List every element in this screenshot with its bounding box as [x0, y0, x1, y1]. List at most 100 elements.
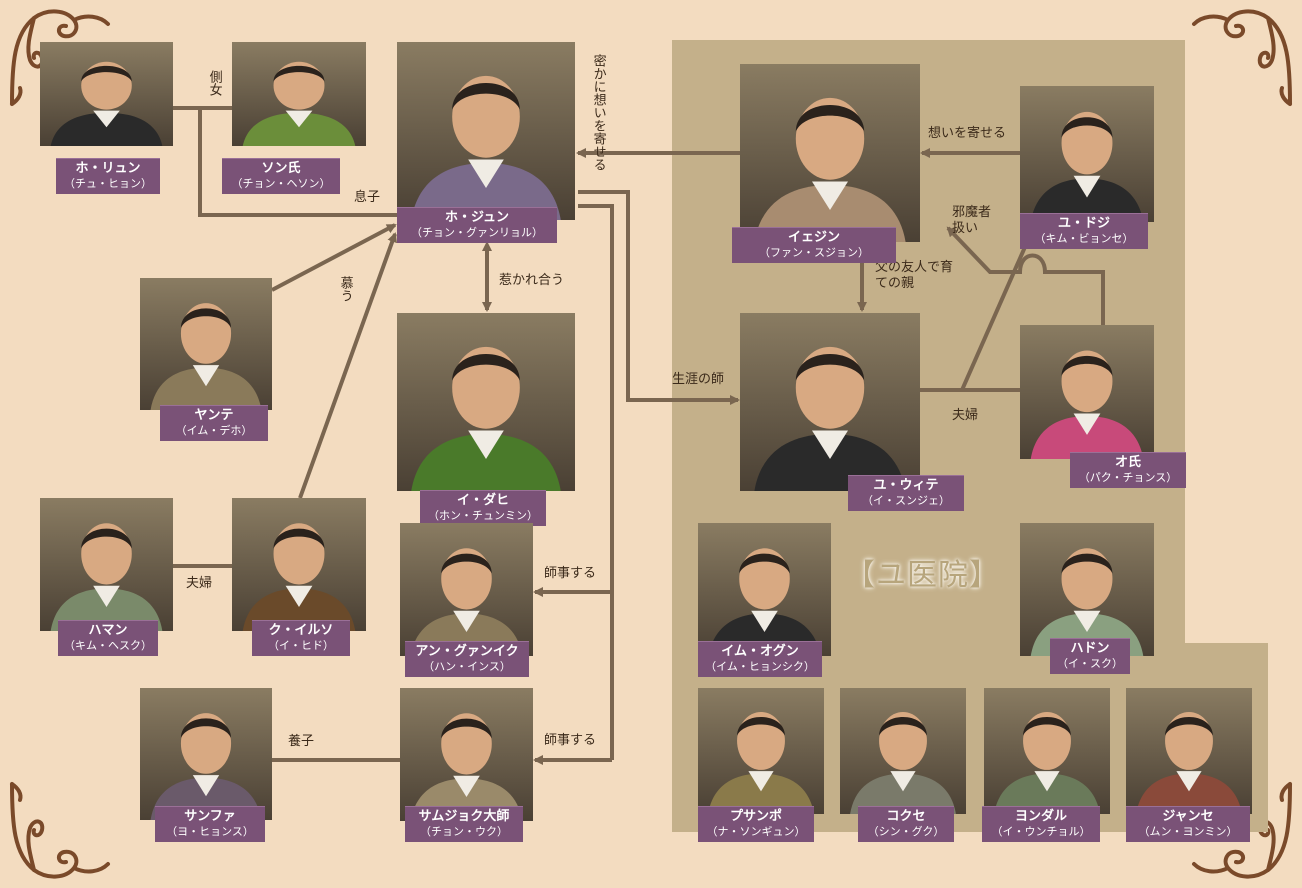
line-son-hojun — [198, 108, 397, 217]
line-oshi-iejin — [946, 226, 1105, 326]
name-tag-angwan: アン・グァンイク（ハン・インス） — [405, 641, 529, 677]
actor-name: （イム・デホ） — [175, 424, 253, 438]
character-name: ユ・ウィテ — [873, 478, 939, 493]
character-name: オ氏 — [1114, 455, 1141, 470]
actor-name: （ファン・スジョン） — [759, 246, 869, 260]
rel-shiji-2: 師事する — [544, 733, 597, 748]
rel-fuufu-1: 夫婦 — [952, 408, 979, 423]
character-name: サンファ — [184, 809, 236, 824]
name-tag-huryun: ホ・リュン（チュ・ヒョン） — [56, 158, 160, 194]
character-name: ジャンセ — [1162, 809, 1214, 824]
portrait-yondal — [984, 688, 1110, 814]
character-name: ヤンテ — [194, 408, 234, 423]
actor-name: （キム・ヘスク） — [64, 639, 152, 653]
portrait-yante — [140, 278, 272, 410]
portrait-haman — [40, 498, 173, 631]
character-name: イム・オグン — [721, 644, 799, 659]
name-tag-jyanse: ジャンセ（ムン・ヨンミン） — [1126, 806, 1250, 842]
name-tag-pusanpo: プサンポ（ナ・ソンギュン） — [698, 806, 814, 842]
rel-shogai: 生涯の師 — [672, 372, 725, 387]
portrait-iejin — [740, 64, 920, 242]
line-hojun-yuuite — [578, 190, 740, 405]
actor-name: （ヨ・ヒョンス） — [166, 825, 254, 839]
line-hojun-shiji — [578, 204, 614, 760]
name-tag-imogun: イム・オグン（イム・ヒョンシク） — [698, 641, 822, 677]
actor-name: （ハン・インス） — [423, 660, 511, 674]
rel-fuufu-2: 夫婦 — [186, 576, 213, 591]
character-name: ホ・ジュン — [444, 210, 510, 225]
rel-shiji-1: 師事する — [544, 566, 597, 581]
character-name: ハマン — [88, 623, 128, 638]
name-tag-idahi: イ・ダヒ（ホン・チュンミン） — [420, 490, 546, 526]
portrait-yudoji — [1020, 86, 1154, 222]
actor-name: （パク・チョンス） — [1078, 471, 1178, 485]
name-tag-yante: ヤンテ（イム・デホ） — [160, 405, 268, 441]
portrait-kuilso — [232, 498, 366, 631]
character-name: ク・イルソ — [268, 623, 334, 638]
rel-chichi: 父の友人で育ての親 — [875, 260, 954, 291]
rel-omoi: 想いを寄せる — [928, 126, 1007, 141]
actor-name: （イ・スク） — [1057, 657, 1123, 671]
rel-sokujo: 側女 — [206, 70, 222, 96]
portrait-sanfa — [140, 688, 272, 820]
name-tag-hadon: ハドン（イ・スク） — [1050, 638, 1130, 674]
corner-ornament-top-right — [1192, 9, 1292, 106]
corner-ornament-bottom-right — [1192, 782, 1292, 879]
line-kuilso-hojun — [298, 232, 397, 499]
character-name: プサンポ — [729, 809, 782, 824]
portrait-idahi — [397, 313, 575, 491]
rel-shitau: 慕う — [337, 276, 353, 302]
line-yante-hojun — [271, 223, 397, 292]
portrait-yuuite — [740, 313, 920, 491]
name-tag-oshi: オ氏（パク・チョンス） — [1070, 452, 1186, 488]
rel-musuko-1: 息子 — [354, 190, 381, 205]
name-tag-haman: ハマン（キム・ヘスク） — [58, 620, 158, 656]
portrait-angwan — [400, 523, 533, 656]
portrait-huryun — [40, 42, 173, 146]
portrait-hadon — [1020, 523, 1154, 656]
name-tag-sanfa: サンファ（ヨ・ヒョンス） — [155, 806, 265, 842]
name-tag-yuuite: ユ・ウィテ（イ・スンジェ） — [848, 475, 964, 511]
portrait-imogun — [698, 523, 831, 656]
portrait-son — [232, 42, 366, 146]
character-name: イ・ダヒ — [456, 493, 509, 508]
actor-name: （ナ・ソンギュン） — [706, 825, 806, 839]
character-name: コクセ — [886, 809, 926, 824]
actor-name: （チュ・ヒョン） — [64, 177, 152, 191]
character-name: サムジョク大師 — [418, 809, 510, 824]
portrait-hojun — [397, 42, 575, 220]
portrait-samjok — [400, 688, 533, 821]
character-name: ソン氏 — [261, 161, 301, 176]
rel-youshi: 養子 — [288, 734, 315, 749]
rel-hikare: 惹かれ合う — [499, 273, 565, 288]
name-tag-hojun: ホ・ジュン（チョン・グァンリョル） — [397, 207, 557, 243]
rel-himitsu: 密かに想いを寄せる — [590, 54, 606, 171]
character-name: イェジン — [787, 230, 840, 245]
name-tag-kuilso: ク・イルソ（イ・ヒド） — [252, 620, 350, 656]
portrait-oshi — [1020, 325, 1154, 459]
name-tag-yondal: ヨンダル（イ・ウンチョル） — [982, 806, 1100, 842]
line-yudoji-son — [960, 221, 1038, 391]
actor-name: （イム・ヒョンシク） — [705, 660, 815, 674]
corner-ornament-top-left — [10, 9, 110, 106]
rel-jama: 邪魔者扱い — [952, 205, 992, 236]
actor-name: （チョン・ヘソン） — [231, 177, 331, 191]
actor-name: （キム・ビョンセ） — [1034, 232, 1134, 246]
character-name: ヨンダル — [1014, 809, 1067, 824]
character-name: ユ・ドジ — [1057, 216, 1110, 231]
clinic-label: 【ユ医院】 — [845, 558, 1000, 593]
name-tag-yudoji: ユ・ドジ（キム・ビョンセ） — [1020, 213, 1148, 249]
name-tag-kokuse: コクセ（シン・グク） — [858, 806, 954, 842]
actor-name: （イ・ヒド） — [268, 639, 334, 653]
portrait-kokuse — [840, 688, 966, 814]
portrait-jyanse — [1126, 688, 1252, 814]
name-tag-iejin: イェジン（ファン・スジョン） — [732, 227, 896, 263]
name-tag-son: ソン氏（チョン・ヘソン） — [222, 158, 340, 194]
corner-ornament-bottom-left — [10, 782, 110, 879]
actor-name: （チョン・グァンリョル） — [411, 226, 543, 240]
actor-name: （チョン・ウク） — [420, 825, 508, 839]
character-name: ハドン — [1070, 641, 1110, 656]
actor-name: （ムン・ヨンミン） — [1138, 825, 1238, 839]
character-name: ホ・リュン — [75, 161, 141, 176]
